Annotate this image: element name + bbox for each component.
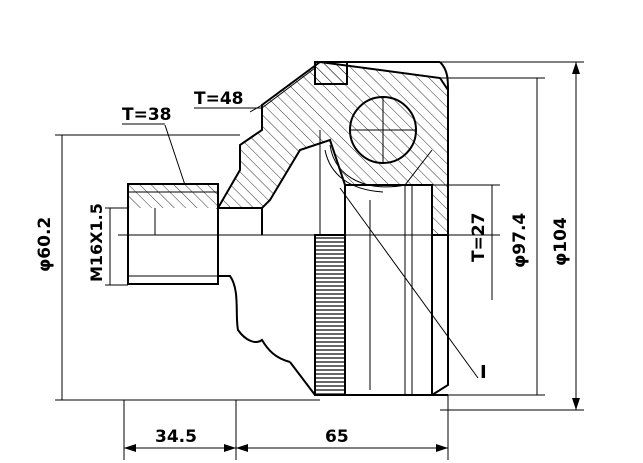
threaded-stub xyxy=(127,183,219,285)
label-len345: 34.5 xyxy=(155,427,197,447)
label-t38: T=38 xyxy=(122,105,172,125)
leader-t48b xyxy=(261,67,316,109)
leader-i xyxy=(339,187,479,379)
dim-phi97 xyxy=(440,77,545,396)
label-phi104: φ104 xyxy=(551,217,571,266)
label-len65: 65 xyxy=(325,427,349,447)
joint-housing xyxy=(216,60,449,236)
label-mark-i: I xyxy=(480,362,487,383)
label-phi60: φ60.2 xyxy=(35,217,55,272)
dim-m16 xyxy=(105,207,128,286)
stub-neck xyxy=(218,207,291,363)
label-phi97: φ97.4 xyxy=(510,213,530,268)
label-t48: T=48 xyxy=(194,89,244,109)
dim-t27 xyxy=(432,184,500,300)
ball-cage xyxy=(319,96,433,235)
label-m16: M16X1.5 xyxy=(87,203,106,282)
dim-phi104 xyxy=(440,61,584,411)
leader-t38 xyxy=(164,124,186,186)
label-t27: T=27 xyxy=(469,213,489,263)
dim-lengths xyxy=(123,395,449,460)
dim-phi60 xyxy=(55,134,320,401)
abs-ring xyxy=(289,234,346,396)
